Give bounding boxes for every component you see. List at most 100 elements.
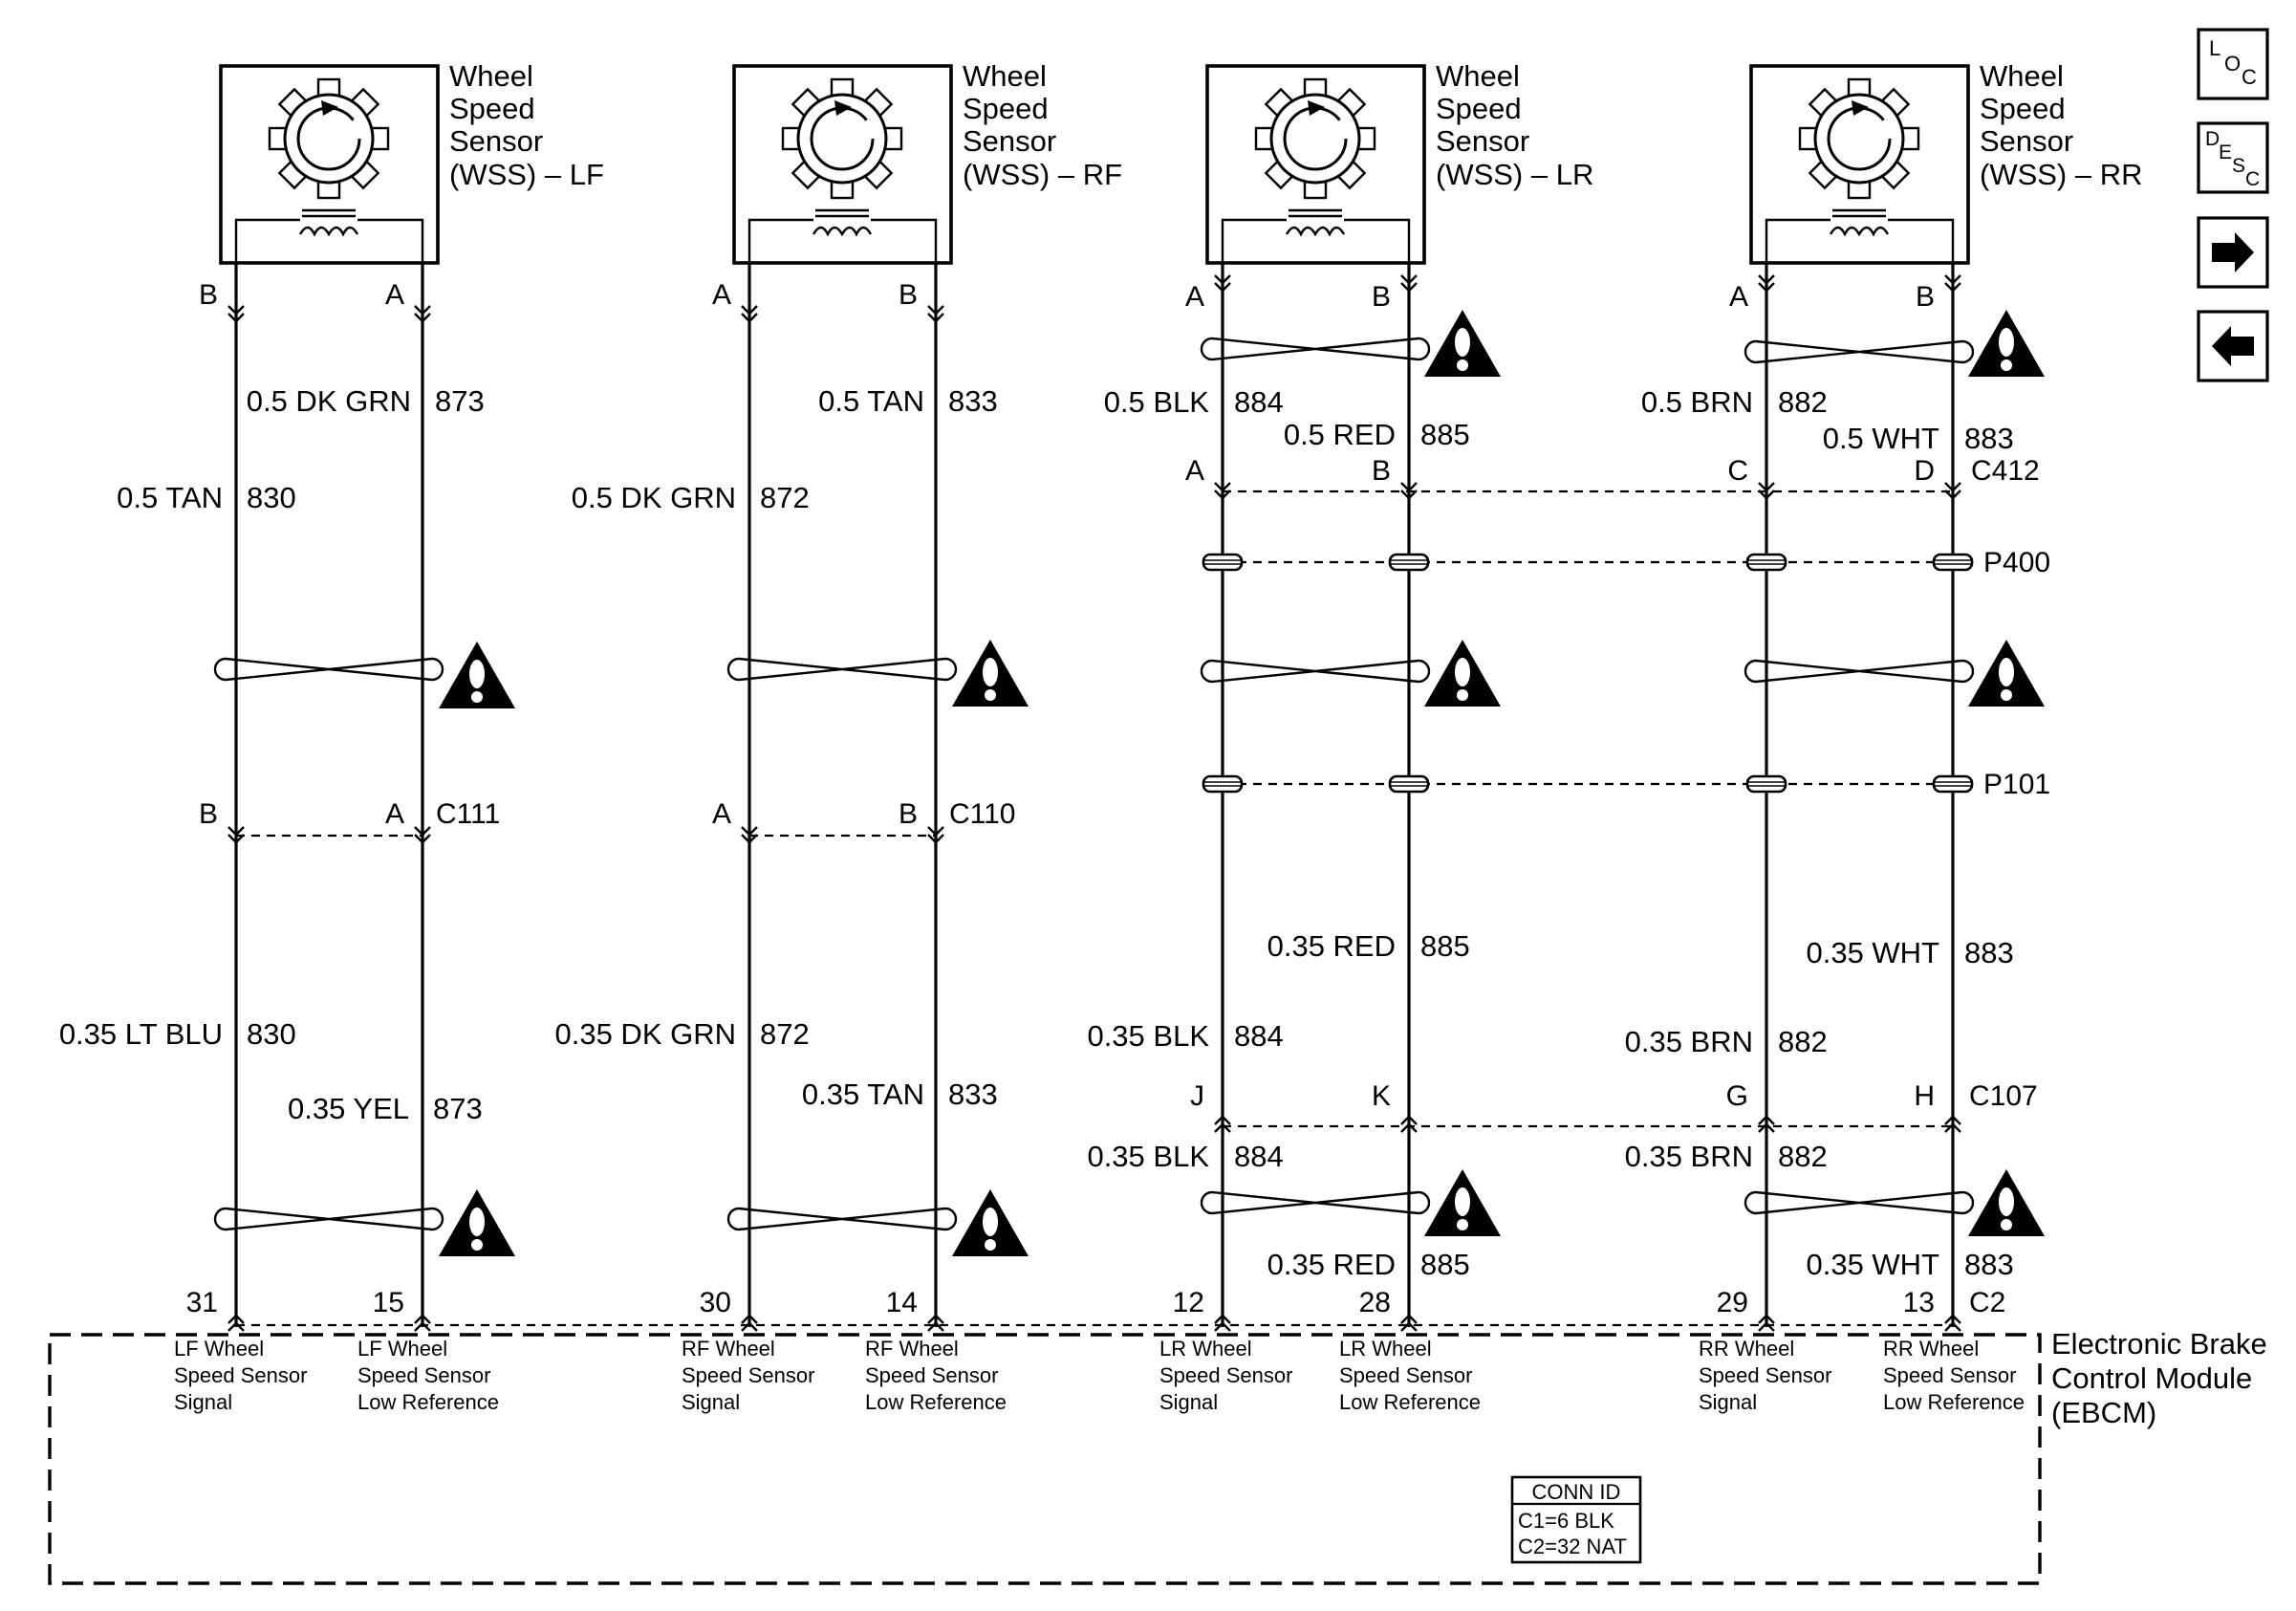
- connector-c111: B A C111: [199, 798, 500, 844]
- conn-id-c2: C2=32 NAT: [1518, 1535, 1627, 1558]
- warning-icon: [439, 1189, 515, 1256]
- pin-lr-1: A: [1185, 281, 1204, 313]
- terminal-label: LR Wheel: [1339, 1337, 1432, 1361]
- next-page-button[interactable]: [2197, 216, 2269, 289]
- terminal-lf-low-ref: LF Wheel Speed Sensor Low Reference: [357, 1337, 499, 1414]
- circuit-number: 885: [1420, 929, 1470, 963]
- twisted-pair: [1744, 659, 1975, 684]
- description-button[interactable]: D E S C: [2197, 121, 2269, 194]
- circuit-number: 873: [433, 1092, 483, 1125]
- sensor-rf-label-3: Sensor: [963, 124, 1056, 158]
- sensor-rf: Wheel Speed Sensor (WSS) – RF: [732, 59, 1122, 265]
- conn-id-box: CONN ID C1=6 BLK C2=32 NAT: [1510, 1475, 1642, 1564]
- sensor-lr-label-2: Speed: [1436, 92, 1522, 125]
- wire-gauge: 0.35 LT BLU: [59, 1017, 223, 1051]
- conn-id-c1: C1=6 BLK: [1518, 1509, 1614, 1533]
- wire-gauge: 0.35 DK GRN: [554, 1017, 736, 1051]
- loc-letter: C: [2242, 65, 2257, 89]
- circuit-number: 884: [1234, 1019, 1284, 1053]
- passthrough-grommet: [1932, 774, 1974, 794]
- connector-name: C412: [1971, 455, 2040, 487]
- terminal-rr-low-ref: RR Wheel Speed Sensor Low Reference: [1883, 1337, 2025, 1414]
- wire-gauge: 0.5 DK GRN: [572, 481, 736, 514]
- twisted-pair: [1200, 659, 1431, 684]
- terminal-label: RR Wheel: [1883, 1337, 1979, 1361]
- pin-label: 15: [373, 1287, 404, 1318]
- wire-gauge: 0.35 YEL: [288, 1092, 409, 1125]
- terminal-label: Speed Sensor: [1159, 1363, 1292, 1387]
- passthrough-p400: P400: [1202, 547, 2050, 578]
- twisted-pair: [726, 1207, 958, 1231]
- arrow-right-icon: [2212, 232, 2254, 272]
- pin-rr-2: B: [1916, 281, 1935, 313]
- warning-icon: [1968, 1169, 2045, 1236]
- pin-lr-2: B: [1372, 281, 1391, 313]
- terminal-label: Signal: [174, 1390, 232, 1414]
- desc-letter: D: [2205, 128, 2220, 150]
- twisted-pair: [1744, 1190, 1975, 1215]
- circuit-number: 830: [247, 1017, 296, 1051]
- sensor-lf-label-2: Speed: [449, 92, 535, 125]
- circuit-number: 884: [1234, 1140, 1284, 1173]
- ebcm-label-2: Control Module: [2051, 1361, 2252, 1395]
- terminal-label: Low Reference: [1339, 1390, 1481, 1414]
- connector-name: P400: [1983, 547, 2050, 578]
- pin-label: A: [385, 798, 404, 830]
- wire-gauge: 0.35 RED: [1267, 929, 1396, 963]
- sensor-rr-label-4: (WSS) – RR: [1980, 158, 2143, 191]
- warning-icon: [1968, 640, 2045, 707]
- sensor-lr-label-1: Wheel: [1436, 59, 1520, 93]
- pin-label: 31: [186, 1287, 218, 1318]
- sensor-rr-label-3: Sensor: [1980, 124, 2073, 158]
- terminal-label: RR Wheel: [1699, 1337, 1794, 1361]
- twisted-pair: [1200, 1190, 1431, 1215]
- ebcm-label-1: Electronic Brake: [2051, 1327, 2267, 1361]
- circuit-number: 833: [948, 384, 998, 418]
- location-button[interactable]: L O C: [2197, 28, 2269, 100]
- pin-label: K: [1372, 1080, 1391, 1112]
- sensor-rr-label-2: Speed: [1980, 92, 2066, 125]
- sensor-lf-label-4: (WSS) – LF: [449, 158, 604, 191]
- sensor-lf-label-3: Sensor: [449, 124, 543, 158]
- twisted-pair: [726, 657, 958, 682]
- terminal-label: LR Wheel: [1159, 1337, 1252, 1361]
- terminal-label: RF Wheel: [865, 1337, 959, 1361]
- pin-label: G: [1726, 1080, 1748, 1112]
- pin-label: 13: [1903, 1287, 1935, 1318]
- desc-letter: E: [2219, 142, 2232, 163]
- connector-c107: J K G H C107: [1190, 1080, 2038, 1134]
- wire-gauge: 0.5 WHT: [1823, 422, 1939, 455]
- middle-wire-labels: 0.35 LT BLU 830 0.35 YEL 873 0.35 DK GRN…: [59, 929, 2014, 1125]
- pin-label: H: [1914, 1080, 1935, 1112]
- connector-name: P101: [1983, 769, 2050, 800]
- previous-page-button[interactable]: [2197, 310, 2269, 382]
- circuit-number: 833: [948, 1078, 998, 1111]
- loc-letter: L: [2209, 36, 2220, 60]
- warning-icon: [952, 1189, 1029, 1256]
- sensor-lr: Wheel Speed Sensor (WSS) – LR: [1205, 59, 1593, 265]
- wire-gauge: 0.35 RED: [1267, 1248, 1396, 1281]
- warning-icon: [952, 640, 1029, 707]
- pin-label: 12: [1173, 1287, 1204, 1318]
- ebcm-label-3: (EBCM): [2051, 1396, 2156, 1429]
- wire-gauge: 0.5 TAN: [117, 481, 223, 514]
- connector-c2: 31 15 30 14 12 28 29 13 C2: [186, 1287, 2005, 1333]
- terminal-label: Speed Sensor: [1339, 1363, 1472, 1387]
- twisted-pair: [1200, 337, 1431, 361]
- terminal-label: Signal: [1159, 1390, 1218, 1414]
- terminal-label: Speed Sensor: [1883, 1363, 2016, 1387]
- circuit-number: 882: [1778, 385, 1828, 419]
- pin-label: 29: [1717, 1287, 1748, 1318]
- passthrough-grommet: [1745, 774, 1787, 794]
- warning-icon: [1424, 310, 1501, 377]
- wires: [234, 263, 1955, 1327]
- circuit-number: 882: [1778, 1140, 1828, 1173]
- passthrough-grommet: [1202, 553, 1244, 572]
- terminal-lf-signal: LF Wheel Speed Sensor Signal: [174, 1337, 307, 1414]
- terminal-label: Signal: [1699, 1390, 1757, 1414]
- desc-letter: S: [2232, 155, 2245, 177]
- circuit-number: 830: [247, 481, 296, 514]
- pin-label: 30: [700, 1287, 731, 1318]
- pin-label: D: [1914, 455, 1935, 487]
